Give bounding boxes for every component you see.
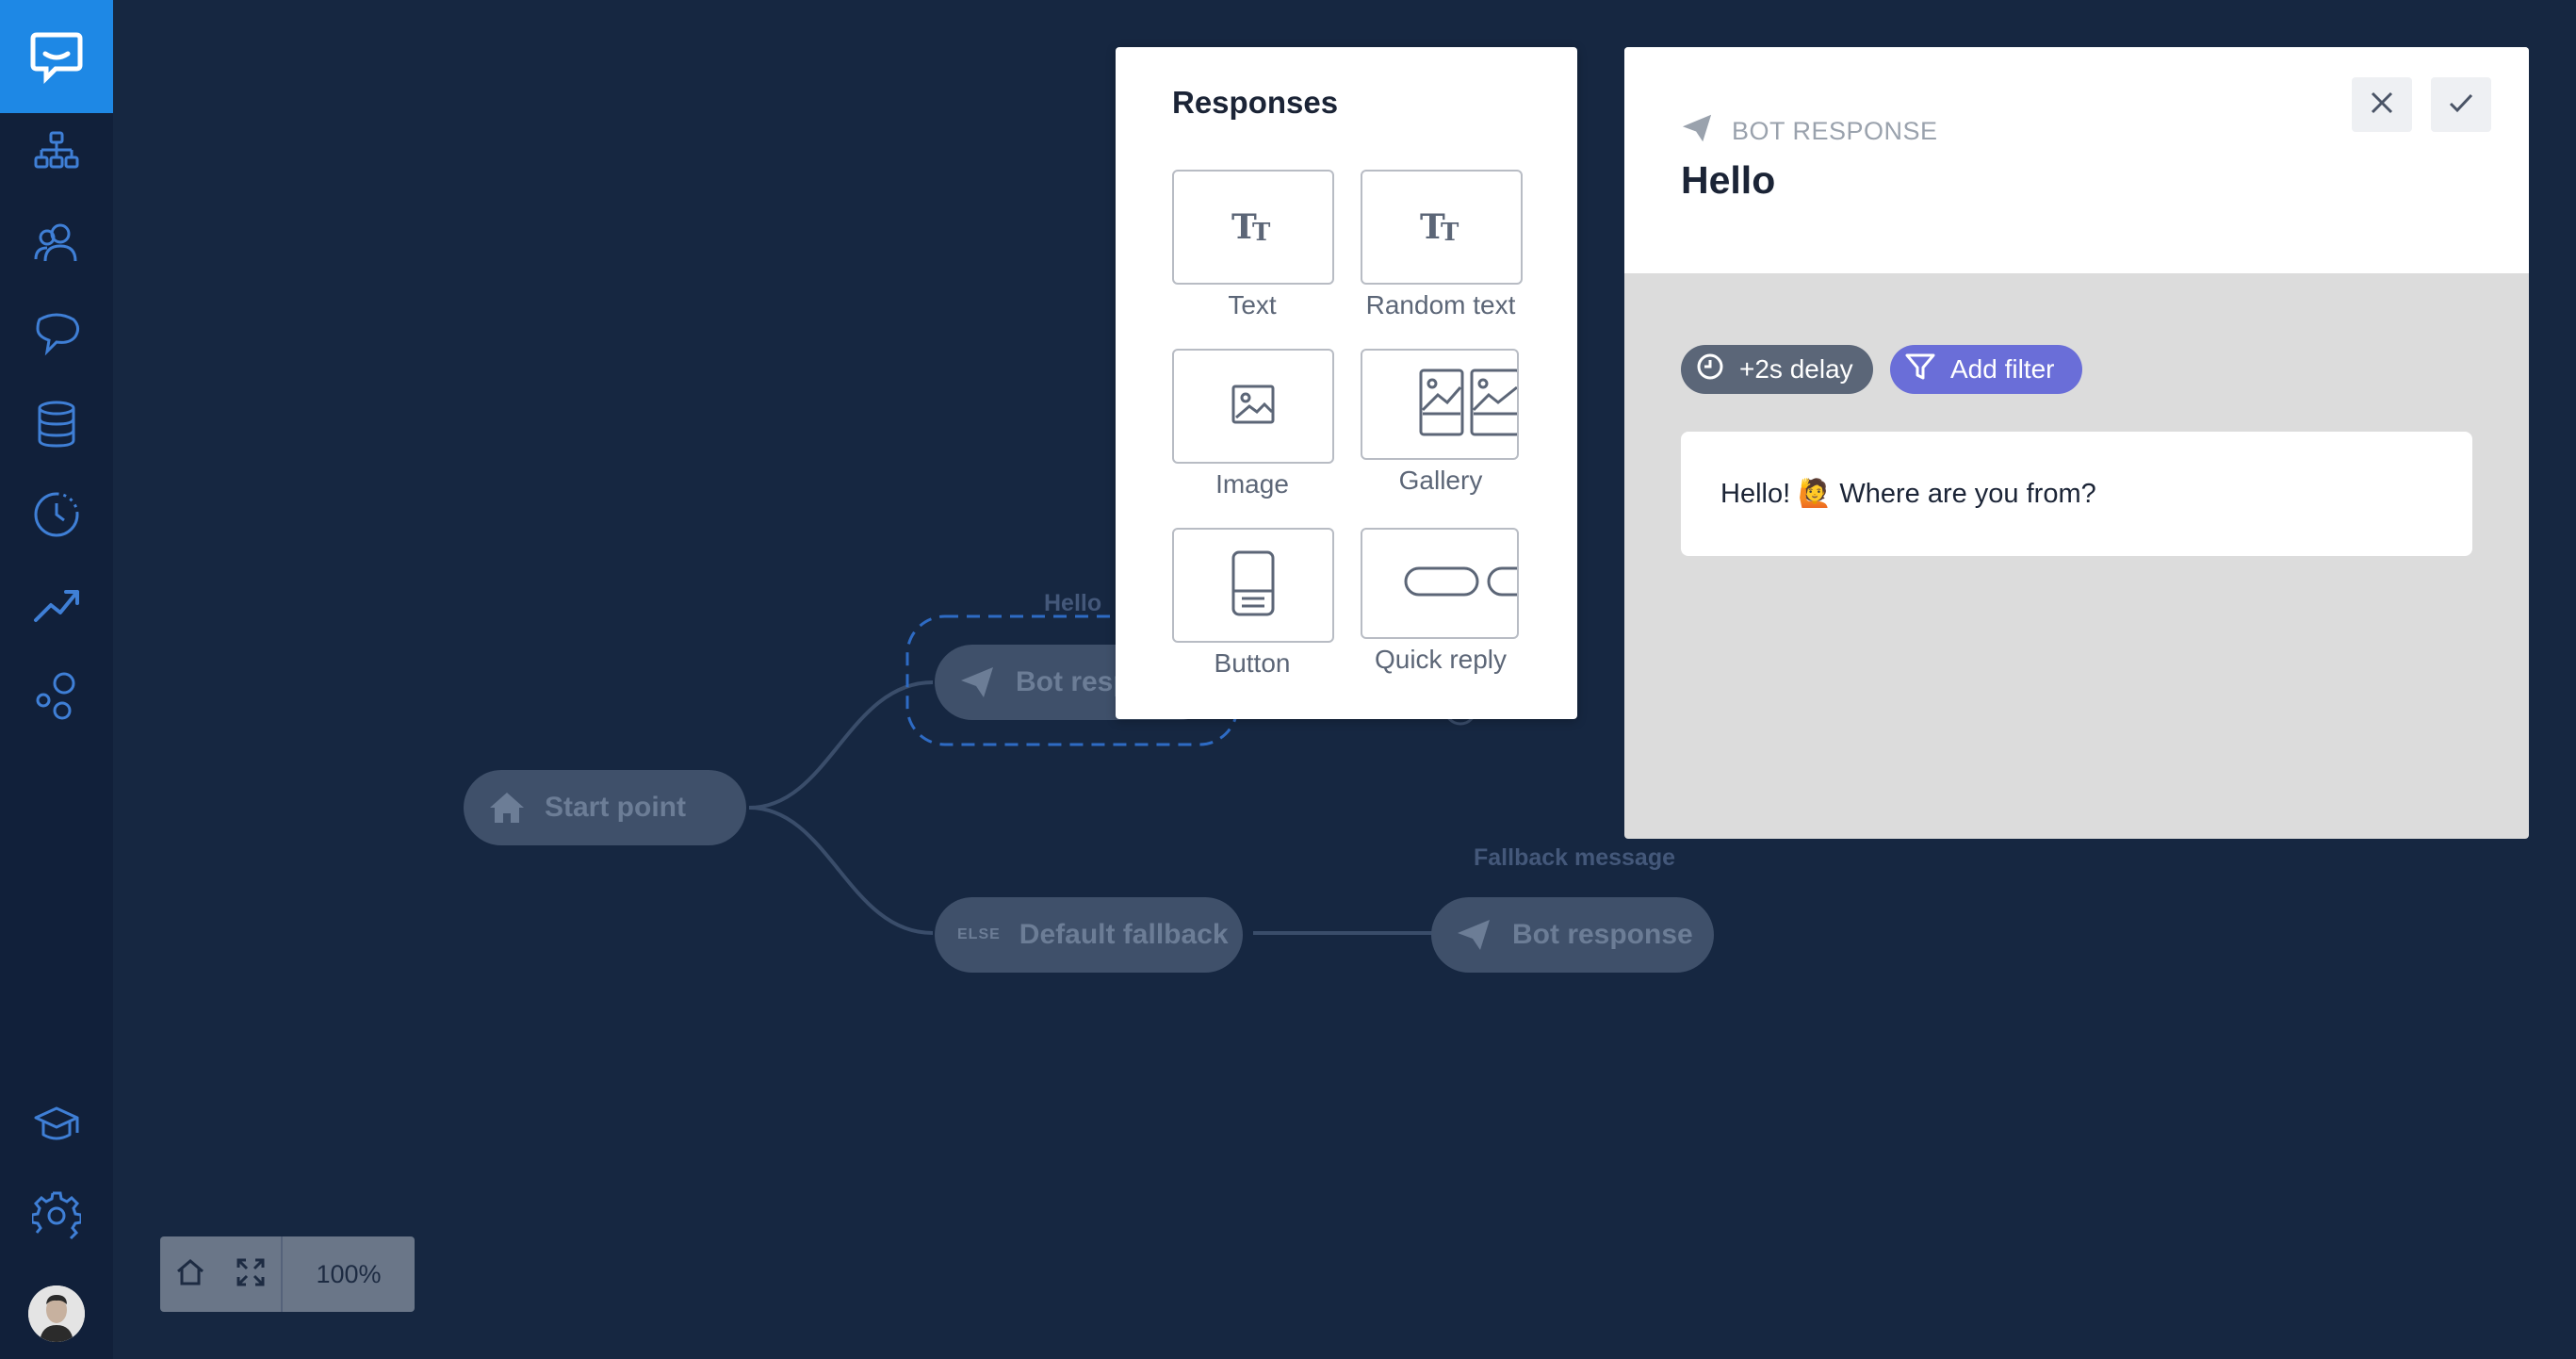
flow-map-icon [33, 129, 80, 181]
nav-flow-map[interactable] [0, 109, 113, 200]
image-icon [1231, 384, 1276, 430]
editor-title[interactable]: Hello [1681, 158, 1776, 202]
tile-label: Quick reply [1374, 645, 1508, 674]
avatar[interactable] [28, 1285, 85, 1342]
tile-label: Image [1215, 469, 1289, 499]
quick-reply-icon [1404, 563, 1517, 605]
start-point-node[interactable]: Start point [464, 770, 746, 845]
tile-label: Button [1214, 648, 1291, 678]
send-icon [959, 665, 995, 699]
nav-conversations[interactable] [0, 290, 113, 381]
response-tile-quick-reply[interactable]: Quick reply [1361, 528, 1521, 675]
send-icon [1681, 113, 1713, 150]
close-icon [2369, 90, 2395, 121]
fit-view-button[interactable] [220, 1236, 281, 1312]
tile-label: Random text [1365, 290, 1516, 319]
editor-type-label: BOT RESPONSE [1732, 117, 1938, 145]
svg-text:T: T [1252, 219, 1271, 244]
integrations-icon [33, 671, 80, 725]
chat-logo-icon[interactable] [0, 0, 113, 113]
svg-text:T: T [1231, 207, 1257, 244]
home-icon [488, 789, 526, 827]
add-filter-label: Add filter [1950, 354, 2055, 384]
tile-label: Text [1228, 290, 1277, 319]
nav-learning[interactable] [0, 1082, 113, 1172]
reports-icon [32, 584, 81, 630]
confirm-button[interactable] [2431, 77, 2491, 132]
response-tile-gallery[interactable]: Gallery [1361, 349, 1521, 496]
bot-response-editor: BOT RESPONSE Hello +2s delay Add filter … [1624, 47, 2529, 839]
fallback-message-label: Fallback message [1474, 844, 1676, 871]
default-fallback-node[interactable]: ELSE Default fallback [935, 897, 1243, 973]
tile-label: Gallery [1398, 466, 1483, 495]
zoom-level: 100% [316, 1259, 382, 1288]
start-point-label: Start point [545, 792, 686, 823]
message-input[interactable]: Hello! 🙋 Where are you from? [1681, 432, 2472, 556]
nav-integrations[interactable] [0, 652, 113, 743]
history-icon [32, 490, 81, 544]
nav-database[interactable] [0, 381, 113, 471]
conversations-icon [32, 310, 81, 362]
bot-node-label: Bot resp [1016, 666, 1131, 697]
fallback-node-label: Default fallback [1019, 919, 1229, 950]
sidebar [0, 0, 113, 1359]
response-tile-image[interactable]: Image [1172, 349, 1334, 499]
fallback-bot-label: Bot response [1512, 919, 1693, 950]
message-text: Hello! 🙋 Where are you from? [1720, 479, 2096, 509]
home-view-button[interactable] [160, 1236, 220, 1312]
filter-icon [1905, 352, 1935, 387]
nav-history[interactable] [0, 471, 113, 562]
expand-icon [236, 1257, 266, 1292]
nav-users[interactable] [0, 200, 113, 290]
check-icon [2448, 91, 2474, 119]
add-filter-chip[interactable]: Add filter [1890, 345, 2082, 394]
editor-header: BOT RESPONSE Hello [1624, 47, 2529, 273]
fallback-bot-response-node[interactable]: Bot response [1431, 897, 1714, 973]
button-icon [1231, 549, 1276, 622]
nav-settings[interactable] [0, 1172, 113, 1263]
svg-text:T: T [1420, 207, 1445, 244]
settings-icon [30, 1191, 83, 1245]
delay-chip-label: +2s delay [1739, 354, 1853, 384]
send-icon [1456, 918, 1492, 952]
home-icon [174, 1256, 206, 1293]
nav-reports[interactable] [0, 562, 113, 652]
database-icon [36, 400, 77, 453]
clock-icon [1696, 352, 1724, 387]
close-button[interactable] [2352, 77, 2412, 132]
svg-text:T: T [1441, 219, 1459, 244]
gallery-icon [1419, 367, 1517, 443]
learning-icon [32, 1103, 81, 1153]
zoom-controls: 100% [160, 1236, 415, 1312]
hello-node-label: Hello [1044, 590, 1102, 616]
delay-chip[interactable]: +2s delay [1681, 345, 1873, 394]
zoom-divider [281, 1236, 283, 1312]
editor-type: BOT RESPONSE [1681, 113, 1938, 150]
else-tag: ELSE [957, 926, 1001, 942]
users-icon [32, 220, 81, 271]
response-tile-button[interactable]: Button [1172, 528, 1334, 679]
responses-title: Responses [1172, 85, 1339, 120]
